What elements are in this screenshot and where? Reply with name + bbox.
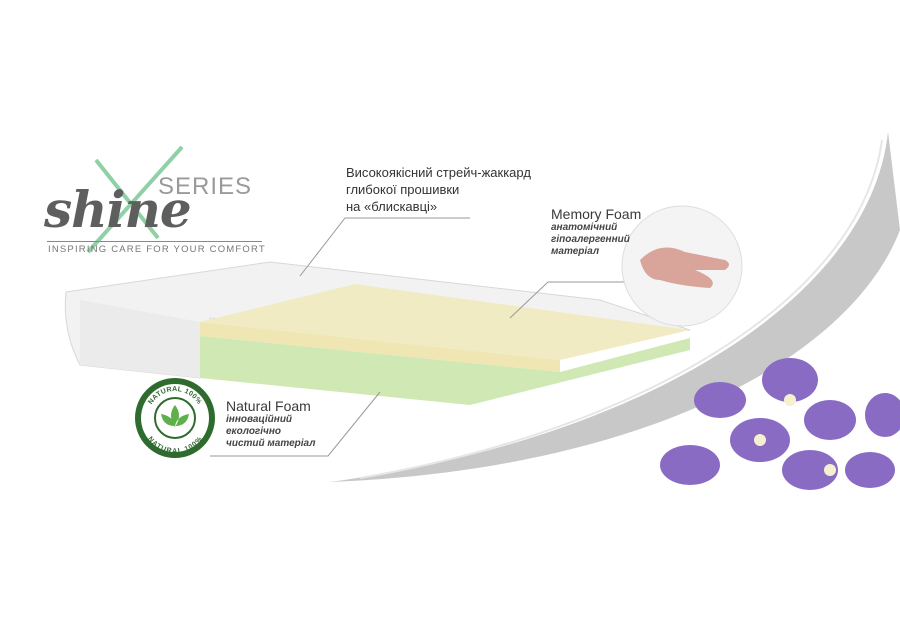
natural-foam-side [200,336,690,405]
violet-flowers [660,358,900,490]
natural-foam-line: інноваційний [226,414,293,425]
memory-foam-line: анатомічний [551,222,618,233]
natural-foam-callout: Natural Foam інноваційний екологічно чис… [226,398,315,450]
logo-series: SERIES [158,173,253,200]
cover-line: глибокої прошивки [346,182,460,197]
leader-line-natural [210,391,381,457]
memory-foam-line: матеріал [551,246,600,257]
gray-swoosh [330,132,900,482]
cover-line: на «блискавці» [346,199,438,214]
memory-foam-line: гіпоалергенний [551,234,630,245]
leader-line-cover [299,217,470,277]
natural-badge: NATURAL 100% NATURAL 100% [135,378,215,458]
natural-foam-line: екологічно [226,426,282,437]
hand-in-foam-image [621,205,743,327]
memory-foam-title: Memory Foam [551,206,642,222]
natural-foam-line: чистий матеріал [226,438,316,449]
logo-tagline: INSPIRING CARE FOR YOUR COMFORT [48,244,266,255]
cover-line: Високоякісний стрейч-жаккард [346,165,531,180]
natural-foam-title: Natural Foam [226,398,311,414]
cover-callout: Високоякісний стрейч-жаккард глибокої пр… [346,164,531,215]
memory-foam-callout: Memory Foam анатомічний гіпоалергенний м… [551,206,641,258]
logo-divider [47,241,262,242]
logo-shine: shine [44,180,192,239]
memory-foam-top [200,284,690,360]
leader-line-memory [509,281,640,319]
